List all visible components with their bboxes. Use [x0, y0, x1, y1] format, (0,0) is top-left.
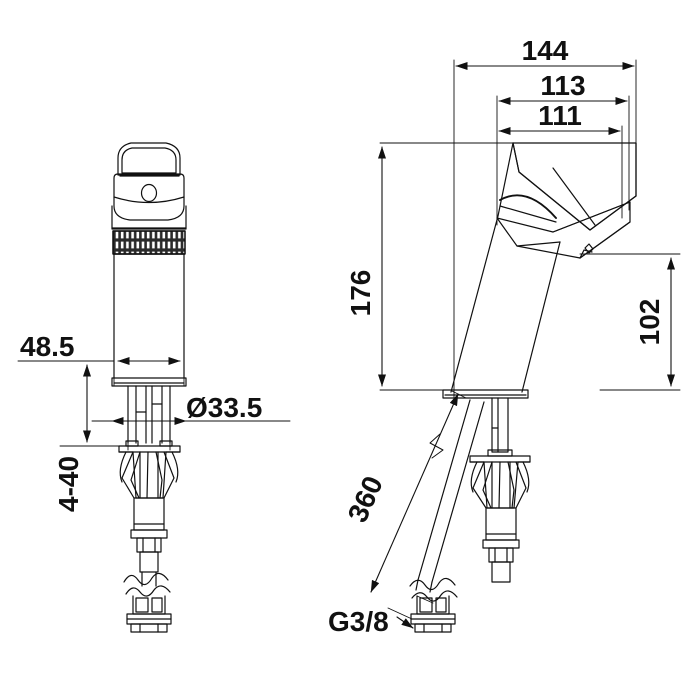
dimension-hose-360	[370, 390, 467, 604]
side-view-base-plate	[442, 389, 529, 399]
dimension-label-111: 111	[538, 100, 582, 131]
side-view-supply-hose	[409, 399, 485, 602]
side-view-lever-curve	[499, 194, 557, 223]
dimension-label-176: 176	[345, 270, 376, 317]
front-view-supply-hose	[123, 571, 171, 597]
front-view	[111, 142, 187, 633]
dimension-diameter-33-5	[91, 389, 291, 451]
dimension-height-102	[579, 253, 681, 391]
side-view-threaded-shank	[487, 397, 513, 457]
front-view-upper-body	[113, 173, 185, 221]
side-view-mounting-bracket	[469, 455, 531, 509]
dimension-label-102: 102	[634, 299, 665, 346]
side-view-extension-lines	[453, 59, 637, 401]
front-view-lower-sleeve	[130, 497, 168, 573]
dimension-height-176	[378, 142, 514, 391]
dimension-label-113: 113	[540, 70, 585, 101]
dimension-label-48-5: 48.5	[20, 331, 75, 362]
front-view-column-body	[113, 253, 185, 379]
side-view-lower-sleeve	[482, 507, 520, 583]
front-view-indicator-button	[140, 183, 158, 203]
side-view-spout-arm	[497, 142, 637, 231]
front-view-threaded-shank	[125, 385, 173, 447]
front-view-base-plate	[111, 377, 187, 387]
dimension-clamp-range-4-40	[59, 360, 131, 447]
side-view-column-body	[450, 215, 561, 393]
front-view-mounting-bracket	[118, 445, 181, 499]
dimension-thread-g38	[387, 607, 414, 629]
dimension-label-g38: G3/8	[328, 606, 389, 637]
side-view	[409, 142, 637, 633]
front-view-collar	[111, 205, 187, 230]
dimension-label-360: 360	[342, 471, 389, 526]
front-view-lever-handle	[117, 142, 181, 177]
dimension-label-diameter-33-5: Ø33.5	[186, 392, 262, 423]
dimension-label-4-40: 4-40	[53, 456, 84, 512]
dimension-label-144: 144	[522, 35, 569, 66]
front-view-g38-fitting	[126, 595, 172, 633]
front-view-aerator-band	[112, 230, 186, 255]
